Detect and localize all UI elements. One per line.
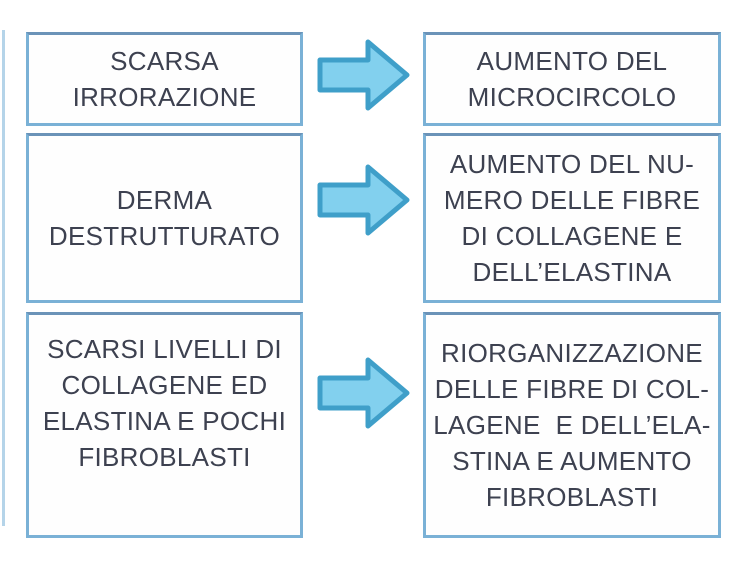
cause-text-2: DERMA DESTRUTTURATO <box>48 185 281 251</box>
diagram-row-3: SCARSI LIVELLI DI COLLAGENE ED ELASTINA … <box>0 312 753 538</box>
diagram-row-2: DERMA DESTRUTTURATO AUMENTO DEL NU- MERO… <box>0 133 753 303</box>
effect-text-3: RIORGANIZZAZIONE DELLE FIBRE DI COL- LAG… <box>433 338 711 512</box>
effect-box-2: AUMENTO DEL NU- MERO DELLE FIBRE DI COLL… <box>423 133 721 303</box>
effect-box-3: RIORGANIZZAZIONE DELLE FIBRE DI COL- LAG… <box>423 312 721 538</box>
effect-text-2: AUMENTO DEL NU- MERO DELLE FIBRE DI COLL… <box>443 149 701 287</box>
cause-box-1: SCARSA IRRORAZIONE <box>26 32 303 126</box>
cause-text-3: SCARSI LIVELLI DI COLLAGENE ED ELASTINA … <box>42 334 287 472</box>
effect-text-1: AUMENTO DEL MICROCIRCOLO <box>467 46 677 112</box>
cause-box-2: DERMA DESTRUTTURATO <box>26 133 303 303</box>
right-block-arrow-icon <box>316 37 412 113</box>
right-block-arrow-icon <box>316 355 412 431</box>
effect-box-1: AUMENTO DEL MICROCIRCOLO <box>423 32 721 126</box>
right-block-arrow-icon <box>316 162 412 238</box>
cause-text-1: SCARSA IRRORAZIONE <box>72 46 257 112</box>
cause-box-3: SCARSI LIVELLI DI COLLAGENE ED ELASTINA … <box>26 312 303 538</box>
left-edge-artifact <box>2 30 5 526</box>
diagram-row-1: SCARSA IRRORAZIONE AUMENTO DEL MICROCIRC… <box>0 32 753 126</box>
